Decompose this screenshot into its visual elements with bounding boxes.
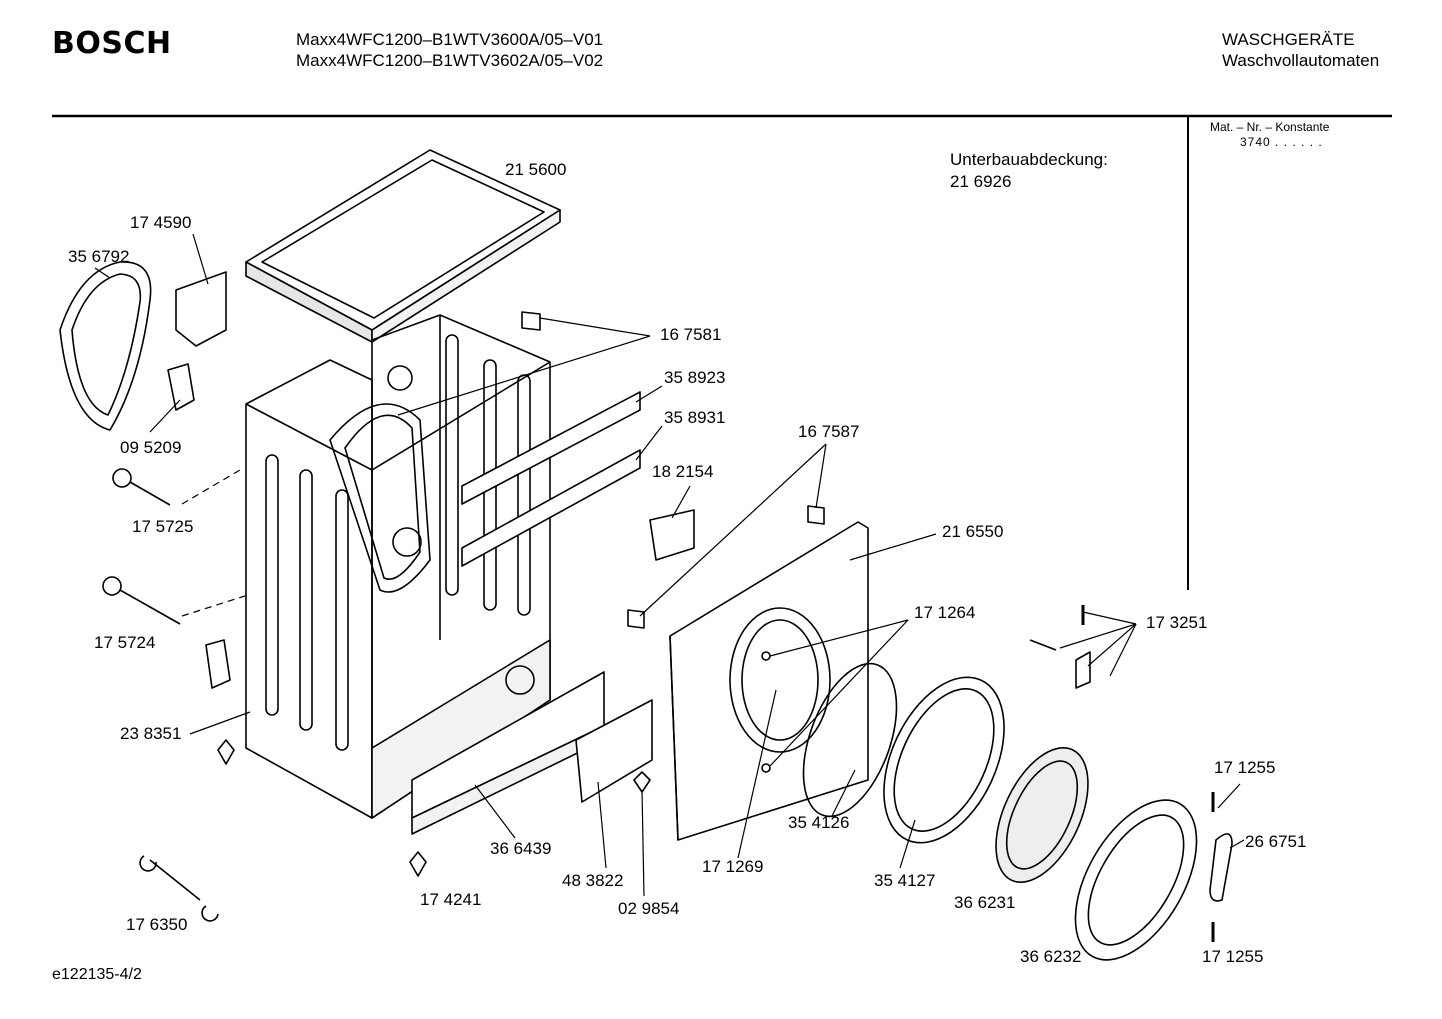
model-line-2: Maxx4WFC1200–B1WTV3602A/05–V02 (296, 51, 604, 70)
part-label: 17 4590 (130, 213, 192, 232)
part-label: 36 6232 (1020, 947, 1082, 966)
part-label: 17 1264 (914, 603, 976, 622)
model-line-1: Maxx4WFC1200–B1WTV3600A/05–V01 (296, 30, 604, 49)
small-components (102, 271, 1233, 942)
gasket-part (59, 261, 152, 431)
part-label: 17 5724 (94, 633, 156, 652)
part-label: 21 6550 (942, 522, 1004, 541)
brand-logo: BOSCH (52, 26, 172, 61)
category-subtitle: Waschvollautomaten (1222, 51, 1380, 70)
part-label: 17 4241 (420, 890, 482, 909)
part-label: 02 9854 (618, 899, 680, 918)
part-label: 36 6231 (954, 893, 1016, 912)
part-label: 35 8931 (664, 408, 726, 427)
part-label: 35 4126 (788, 813, 850, 832)
part-label: 26 6751 (1245, 832, 1307, 851)
part-label: 17 3251 (1146, 613, 1208, 632)
document-id: e122135-4/2 (52, 966, 142, 983)
material-constant-value: 3740 . . . . . . (1240, 135, 1323, 149)
part-label: 35 8923 (664, 368, 726, 387)
door-assembly-parts (995, 746, 1198, 961)
part-label: 17 6350 (126, 915, 188, 934)
note-label: Unterbauabdeckung: (950, 150, 1108, 169)
kick-panel-part (411, 671, 653, 835)
part-label: 16 7581 (660, 325, 722, 344)
category-title: WASCHGERÄTE (1222, 30, 1355, 49)
part-label: 23 8351 (120, 724, 182, 743)
front-panel-part (669, 521, 869, 841)
part-label: 17 1269 (702, 857, 764, 876)
cross-bracket-parts (461, 391, 641, 567)
part-label: 16 7587 (798, 422, 860, 441)
part-label: 35 6792 (68, 247, 130, 266)
part-label: 21 5600 (505, 160, 567, 179)
part-label: 17 5725 (132, 517, 194, 536)
part-label: 36 6439 (490, 839, 552, 858)
material-constant-heading: Mat. – Nr. – Konstante (1210, 120, 1330, 134)
part-label: 18 2154 (652, 462, 714, 481)
part-label: 17 1255 (1214, 758, 1276, 777)
leader-lines (94, 233, 1245, 897)
part-label: 09 5209 (120, 438, 182, 457)
part-label: 48 3822 (562, 871, 624, 890)
part-label: 17 1255 (1202, 947, 1264, 966)
note-part-number: 21 6926 (950, 172, 1012, 191)
part-label: 35 4127 (874, 871, 936, 890)
